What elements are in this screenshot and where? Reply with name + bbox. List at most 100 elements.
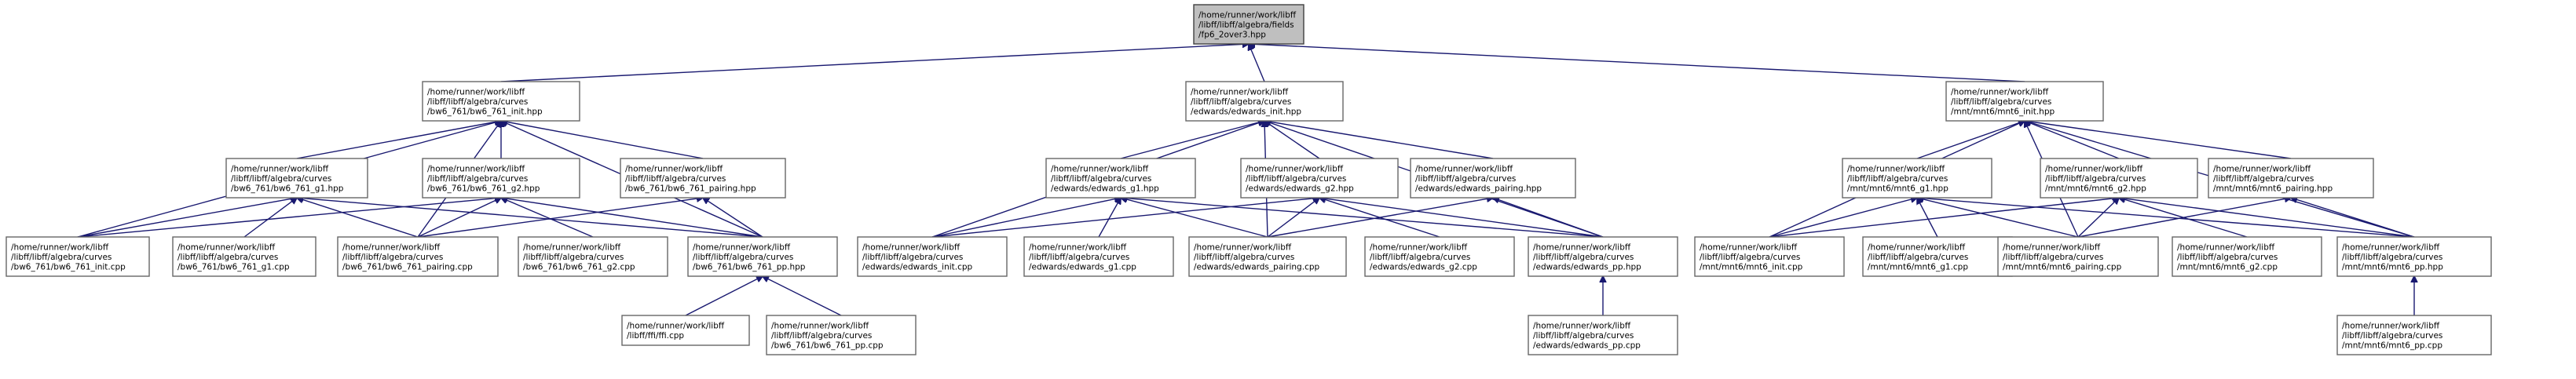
- node-label-line: /mnt/mnt6/mnt6_pairing.cpp: [2003, 262, 2122, 271]
- node-label-line: /edwards/edwards_g1.hpp: [1051, 184, 1159, 193]
- node-label-line: /edwards/edwards_init.cpp: [862, 262, 973, 271]
- node-label-line: /home/runner/work/libff: [771, 321, 869, 330]
- node-box: [225, 158, 368, 199]
- node-label-line: /home/runner/work/libff: [2045, 164, 2143, 173]
- file-node-ed-init-hpp[interactable]: /home/runner/work/libff/libff/libff/alge…: [1185, 81, 1344, 122]
- node-label-line: /libff/libff/algebra/curves: [625, 174, 726, 184]
- node-box: [1528, 315, 1678, 355]
- node-label-line: /home/runner/work/libff: [523, 242, 621, 252]
- edge-bw_pair_hpp-to-bw_init_hpp: [501, 121, 704, 159]
- node-box: [766, 315, 917, 355]
- file-node-bw-pp-cpp[interactable]: /home/runner/work/libff/libff/libff/alge…: [766, 315, 917, 355]
- node-box: [1364, 236, 1515, 277]
- edge-bw_pp_hpp-to-bw_g2_hpp: [501, 198, 763, 238]
- file-node-ed-pp-cpp[interactable]: /home/runner/work/libff/libff/libff/alge…: [1528, 315, 1678, 355]
- node-label-line: /libff/ffi/ffi.cpp: [627, 331, 684, 341]
- node-box: [1240, 158, 1399, 199]
- node-label-line: /libff/libff/algebra/curves: [1415, 174, 1516, 184]
- node-label-line: /home/runner/work/libff: [342, 242, 441, 252]
- node-box: [1528, 236, 1678, 277]
- file-node-ed-pp-hpp[interactable]: /home/runner/work/libff/libff/libff/alge…: [1528, 236, 1678, 277]
- edge-bw_g2_cpp-to-bw_g2_hpp: [501, 198, 594, 238]
- file-node-ed-g1-hpp[interactable]: /home/runner/work/libff/libff/libff/alge…: [1045, 158, 1196, 199]
- edge-ed_init_hpp-to-root: [1249, 44, 1265, 82]
- file-node-ffi-cpp[interactable]: /home/runner/work/libff/libff/ffi/ffi.cp…: [621, 315, 750, 346]
- node-label-line: /home/runner/work/libff: [1533, 321, 1631, 330]
- file-node-bw-pair-cpp[interactable]: /home/runner/work/libff/libff/libff/alge…: [337, 236, 499, 277]
- node-label-line: /home/runner/work/libff: [2003, 242, 2101, 252]
- file-node-bw-g2-hpp[interactable]: /home/runner/work/libff/libff/libff/alge…: [422, 158, 580, 199]
- edge-bw_pp_hpp-to-bw_g1_hpp: [297, 198, 763, 238]
- file-node-mnt-pp-hpp[interactable]: /home/runner/work/libff/libff/libff/alge…: [2336, 236, 2492, 277]
- node-label-line: /mnt/mnt6/mnt6_g2.hpp: [2045, 184, 2146, 193]
- node-box: [1945, 81, 2104, 122]
- node-label-line: /bw6_761/bw6_761_pairing.cpp: [342, 262, 473, 271]
- edge-mnt_init_cpp-to-mnt_g2_hpp: [1769, 198, 2119, 238]
- file-node-bw-init-cpp[interactable]: /home/runner/work/libff/libff/libff/alge…: [5, 236, 150, 277]
- file-node-bw-g1-cpp[interactable]: /home/runner/work/libff/libff/libff/alge…: [172, 236, 317, 277]
- edge-ed_pair_cpp-to-ed_pair_hpp: [1267, 198, 1493, 238]
- file-node-mnt-init-cpp[interactable]: /home/runner/work/libff/libff/libff/alge…: [1694, 236, 1845, 277]
- file-node-mnt-g2-hpp[interactable]: /home/runner/work/libff/libff/libff/alge…: [2040, 158, 2198, 199]
- root-file-node: /home/runner/work/libff/libff/libff/alge…: [1193, 4, 1304, 45]
- node-label-line: /edwards/edwards_g2.cpp: [1370, 262, 1477, 271]
- node-box: [1862, 236, 2013, 277]
- file-node-mnt-init-hpp[interactable]: /home/runner/work/libff/libff/libff/alge…: [1945, 81, 2104, 122]
- file-node-mnt-pp-cpp[interactable]: /home/runner/work/libff/libff/libff/alge…: [2336, 315, 2492, 355]
- node-box: [2208, 158, 2374, 199]
- node-label-line: /libff/libff/algebra/curves: [1194, 253, 1294, 262]
- node-label-line: /home/runner/work/libff: [177, 242, 276, 252]
- node-box: [1694, 236, 1845, 277]
- edge-mnt_pair_hpp-to-mnt_init_hpp: [2025, 121, 2292, 159]
- node-label-line: /bw6_761/bw6_761_init.cpp: [11, 262, 126, 271]
- edge-mnt_g1_cpp-to-mnt_g1_hpp: [1917, 198, 1938, 238]
- node-label-line: /home/runner/work/libff: [1847, 164, 1945, 173]
- node-label-line: /libff/libff/algebra/curves: [342, 253, 443, 262]
- file-node-mnt-g1-cpp[interactable]: /home/runner/work/libff/libff/libff/alge…: [1862, 236, 2013, 277]
- file-node-bw-pp-hpp[interactable]: /home/runner/work/libff/libff/libff/alge…: [687, 236, 838, 277]
- file-node-bw-g2-cpp[interactable]: /home/runner/work/libff/libff/libff/alge…: [518, 236, 668, 277]
- node-box: [2172, 236, 2322, 277]
- file-node-ed-g1-cpp[interactable]: /home/runner/work/libff/libff/libff/alge…: [1023, 236, 1174, 277]
- file-node-ed-init-cpp[interactable]: /home/runner/work/libff/libff/libff/alge…: [857, 236, 1008, 277]
- file-node-bw-pair-hpp[interactable]: /home/runner/work/libff/libff/libff/alge…: [620, 158, 786, 199]
- file-node-ed-pair-hpp[interactable]: /home/runner/work/libff/libff/libff/alge…: [1410, 158, 1576, 199]
- edge-mnt_g1_hpp-to-mnt_init_hpp: [1916, 121, 2025, 159]
- node-label-line: /libff/libff/algebra/curves: [2213, 174, 2314, 184]
- node-label-line: /libff/libff/algebra/curves: [1191, 97, 1291, 107]
- file-node-ed-g2-hpp[interactable]: /home/runner/work/libff/libff/libff/alge…: [1240, 158, 1399, 199]
- file-node-mnt-pair-cpp[interactable]: /home/runner/work/libff/libff/libff/alge…: [1997, 236, 2159, 277]
- file-node-bw-init-hpp[interactable]: /home/runner/work/libff/libff/libff/alge…: [422, 81, 580, 122]
- file-node-mnt-pair-hpp[interactable]: /home/runner/work/libff/libff/libff/alge…: [2208, 158, 2374, 199]
- node-label-line: /mnt/mnt6/mnt6_pairing.hpp: [2213, 184, 2333, 193]
- node-label-line: /libff/libff/algebra/curves: [2003, 253, 2103, 262]
- file-node-mnt-g2-cpp[interactable]: /home/runner/work/libff/libff/libff/alge…: [2172, 236, 2322, 277]
- edge-ed_g1_hpp-to-ed_init_hpp: [1120, 121, 1264, 159]
- node-box: [1023, 236, 1174, 277]
- edge-bw_init_hpp-to-root: [500, 44, 1249, 82]
- file-node-ed-pair-cpp[interactable]: /home/runner/work/libff/libff/libff/alge…: [1188, 236, 1347, 277]
- node-label-line: /bw6_761/bw6_761_pp.hpp: [693, 262, 806, 271]
- node-box: [1842, 158, 1992, 199]
- node-box: [2336, 236, 2492, 277]
- file-node-mnt-g1-hpp[interactable]: /home/runner/work/libff/libff/libff/alge…: [1842, 158, 1992, 199]
- edge-mnt_pair_cpp-to-mnt_g1_hpp: [1917, 198, 2079, 238]
- edge-ed_pair_cpp-to-ed_g1_hpp: [1121, 198, 1268, 238]
- node-label-line: /edwards/edwards_init.hpp: [1191, 107, 1301, 116]
- node-label-line: /libff/libff/algebra/curves: [693, 253, 793, 262]
- edge-bw_pair_cpp-to-bw_pair_hpp: [417, 198, 703, 238]
- file-node-ed-g2-cpp[interactable]: /home/runner/work/libff/libff/libff/alge…: [1364, 236, 1515, 277]
- node-label-line: /home/runner/work/libff: [625, 164, 723, 173]
- node-label-line: /bw6_761/bw6_761_g2.hpp: [427, 184, 540, 193]
- node-label-line: /home/runner/work/libff: [1868, 242, 1966, 252]
- file-node-bw-g1-hpp[interactable]: /home/runner/work/libff/libff/libff/alge…: [225, 158, 368, 199]
- node-label-line: /mnt/mnt6/mnt6_pp.hpp: [2342, 262, 2443, 271]
- node-label-line: /home/runner/work/libff: [1370, 242, 1468, 252]
- node-label-line: /libff/libff/algebra/curves: [1847, 174, 1948, 184]
- node-box: [1185, 81, 1344, 122]
- node-label-line: /home/runner/work/libff: [2342, 321, 2440, 330]
- node-label-line: /libff/libff/algebra/curves: [1051, 174, 1151, 184]
- edge-ed_init_cpp-to-ed_g1_hpp: [931, 198, 1121, 238]
- node-label-line: /home/runner/work/libff: [627, 322, 725, 331]
- edge-bw_pp_cpp-to-bw_pp_hpp: [763, 276, 842, 316]
